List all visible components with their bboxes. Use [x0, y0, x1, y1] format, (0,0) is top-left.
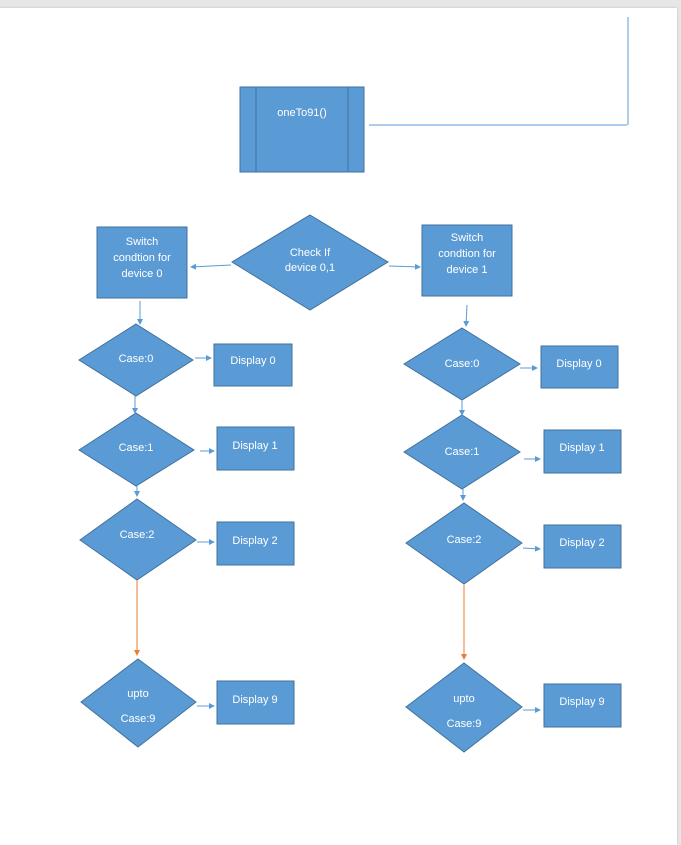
case-decision-left-1: Case:1 — [78, 412, 195, 487]
display-label: Display 2 — [559, 537, 604, 549]
display-label: Display 0 — [230, 355, 275, 367]
case-decision-right-0: Case:0 — [403, 327, 521, 401]
display-label: Display 2 — [232, 535, 277, 547]
case-label: Case:1 — [119, 442, 154, 454]
display-box-left-1: Display 1 — [216, 426, 295, 471]
case-decision-left-9: upto Case:9 — [80, 658, 197, 748]
display-box-left-0: Display 0 — [213, 343, 293, 387]
display-box-left-9: Display 9 — [216, 680, 295, 725]
decision-check-device: Check If device 0,1 — [231, 214, 389, 311]
switch-label-line2: condtion for — [438, 248, 496, 260]
process-label: oneTo91() — [277, 107, 327, 119]
switch-label-line1: Switch — [451, 232, 483, 244]
connectors — [132, 263, 541, 713]
case-label: Case:2 — [120, 529, 155, 541]
case-label: Case:0 — [445, 358, 480, 370]
display-label: Display 1 — [559, 442, 604, 454]
case-label-line2: Case:9 — [121, 713, 156, 725]
switch-box-device-0: Switch condtion for device 0 — [96, 226, 188, 299]
case-label: Case:1 — [445, 446, 480, 458]
case-label-line1: upto — [453, 693, 474, 705]
case-label-line1: upto — [127, 688, 148, 700]
arrow-decision-to-left-switch — [190, 263, 232, 270]
display-label: Display 9 — [559, 696, 604, 708]
display-box-right-2: Display 2 — [543, 524, 622, 569]
decision-label-line2: device 0,1 — [285, 262, 335, 274]
display-box-right-0: Display 0 — [540, 345, 619, 389]
arrow-switch-to-case0-right — [463, 304, 470, 327]
display-box-right-1: Display 1 — [543, 429, 622, 474]
display-label: Display 0 — [556, 358, 601, 370]
case-decision-left-0: Case:0 — [78, 323, 194, 397]
arrow-decision-to-right-switch — [388, 263, 421, 270]
display-label: Display 9 — [232, 694, 277, 706]
case-label: Case:2 — [447, 534, 482, 546]
switch-label-line3: device 1 — [447, 264, 488, 276]
case-label: Case:0 — [119, 353, 154, 365]
case-decision-right-2: Case:2 — [405, 502, 523, 585]
flowchart: oneTo91() Check If device 0,1 Switch con… — [78, 17, 629, 753]
case-decision-left-2: Case:2 — [79, 498, 197, 581]
document-page: oneTo91() Check If device 0,1 Switch con… — [0, 8, 677, 845]
switch-box-device-1: Switch condtion for device 1 — [421, 224, 513, 297]
switch-label-line1: Switch — [126, 236, 158, 248]
switch-label-line2: condtion for — [113, 252, 171, 264]
process-box-oneTo91: oneTo91() — [239, 86, 365, 173]
case-label-line2: Case:9 — [447, 718, 482, 730]
display-box-left-2: Display 2 — [216, 521, 295, 566]
arrow-case2-to-display2-right — [522, 545, 541, 552]
case-decision-right-1: Case:1 — [403, 414, 521, 490]
switch-label-line3: device 0 — [122, 268, 163, 280]
display-box-right-9: Display 9 — [543, 683, 622, 728]
case-decision-right-9: upto Case:9 — [405, 662, 523, 753]
display-label: Display 1 — [232, 440, 277, 452]
decision-label-line1: Check If — [290, 247, 331, 259]
